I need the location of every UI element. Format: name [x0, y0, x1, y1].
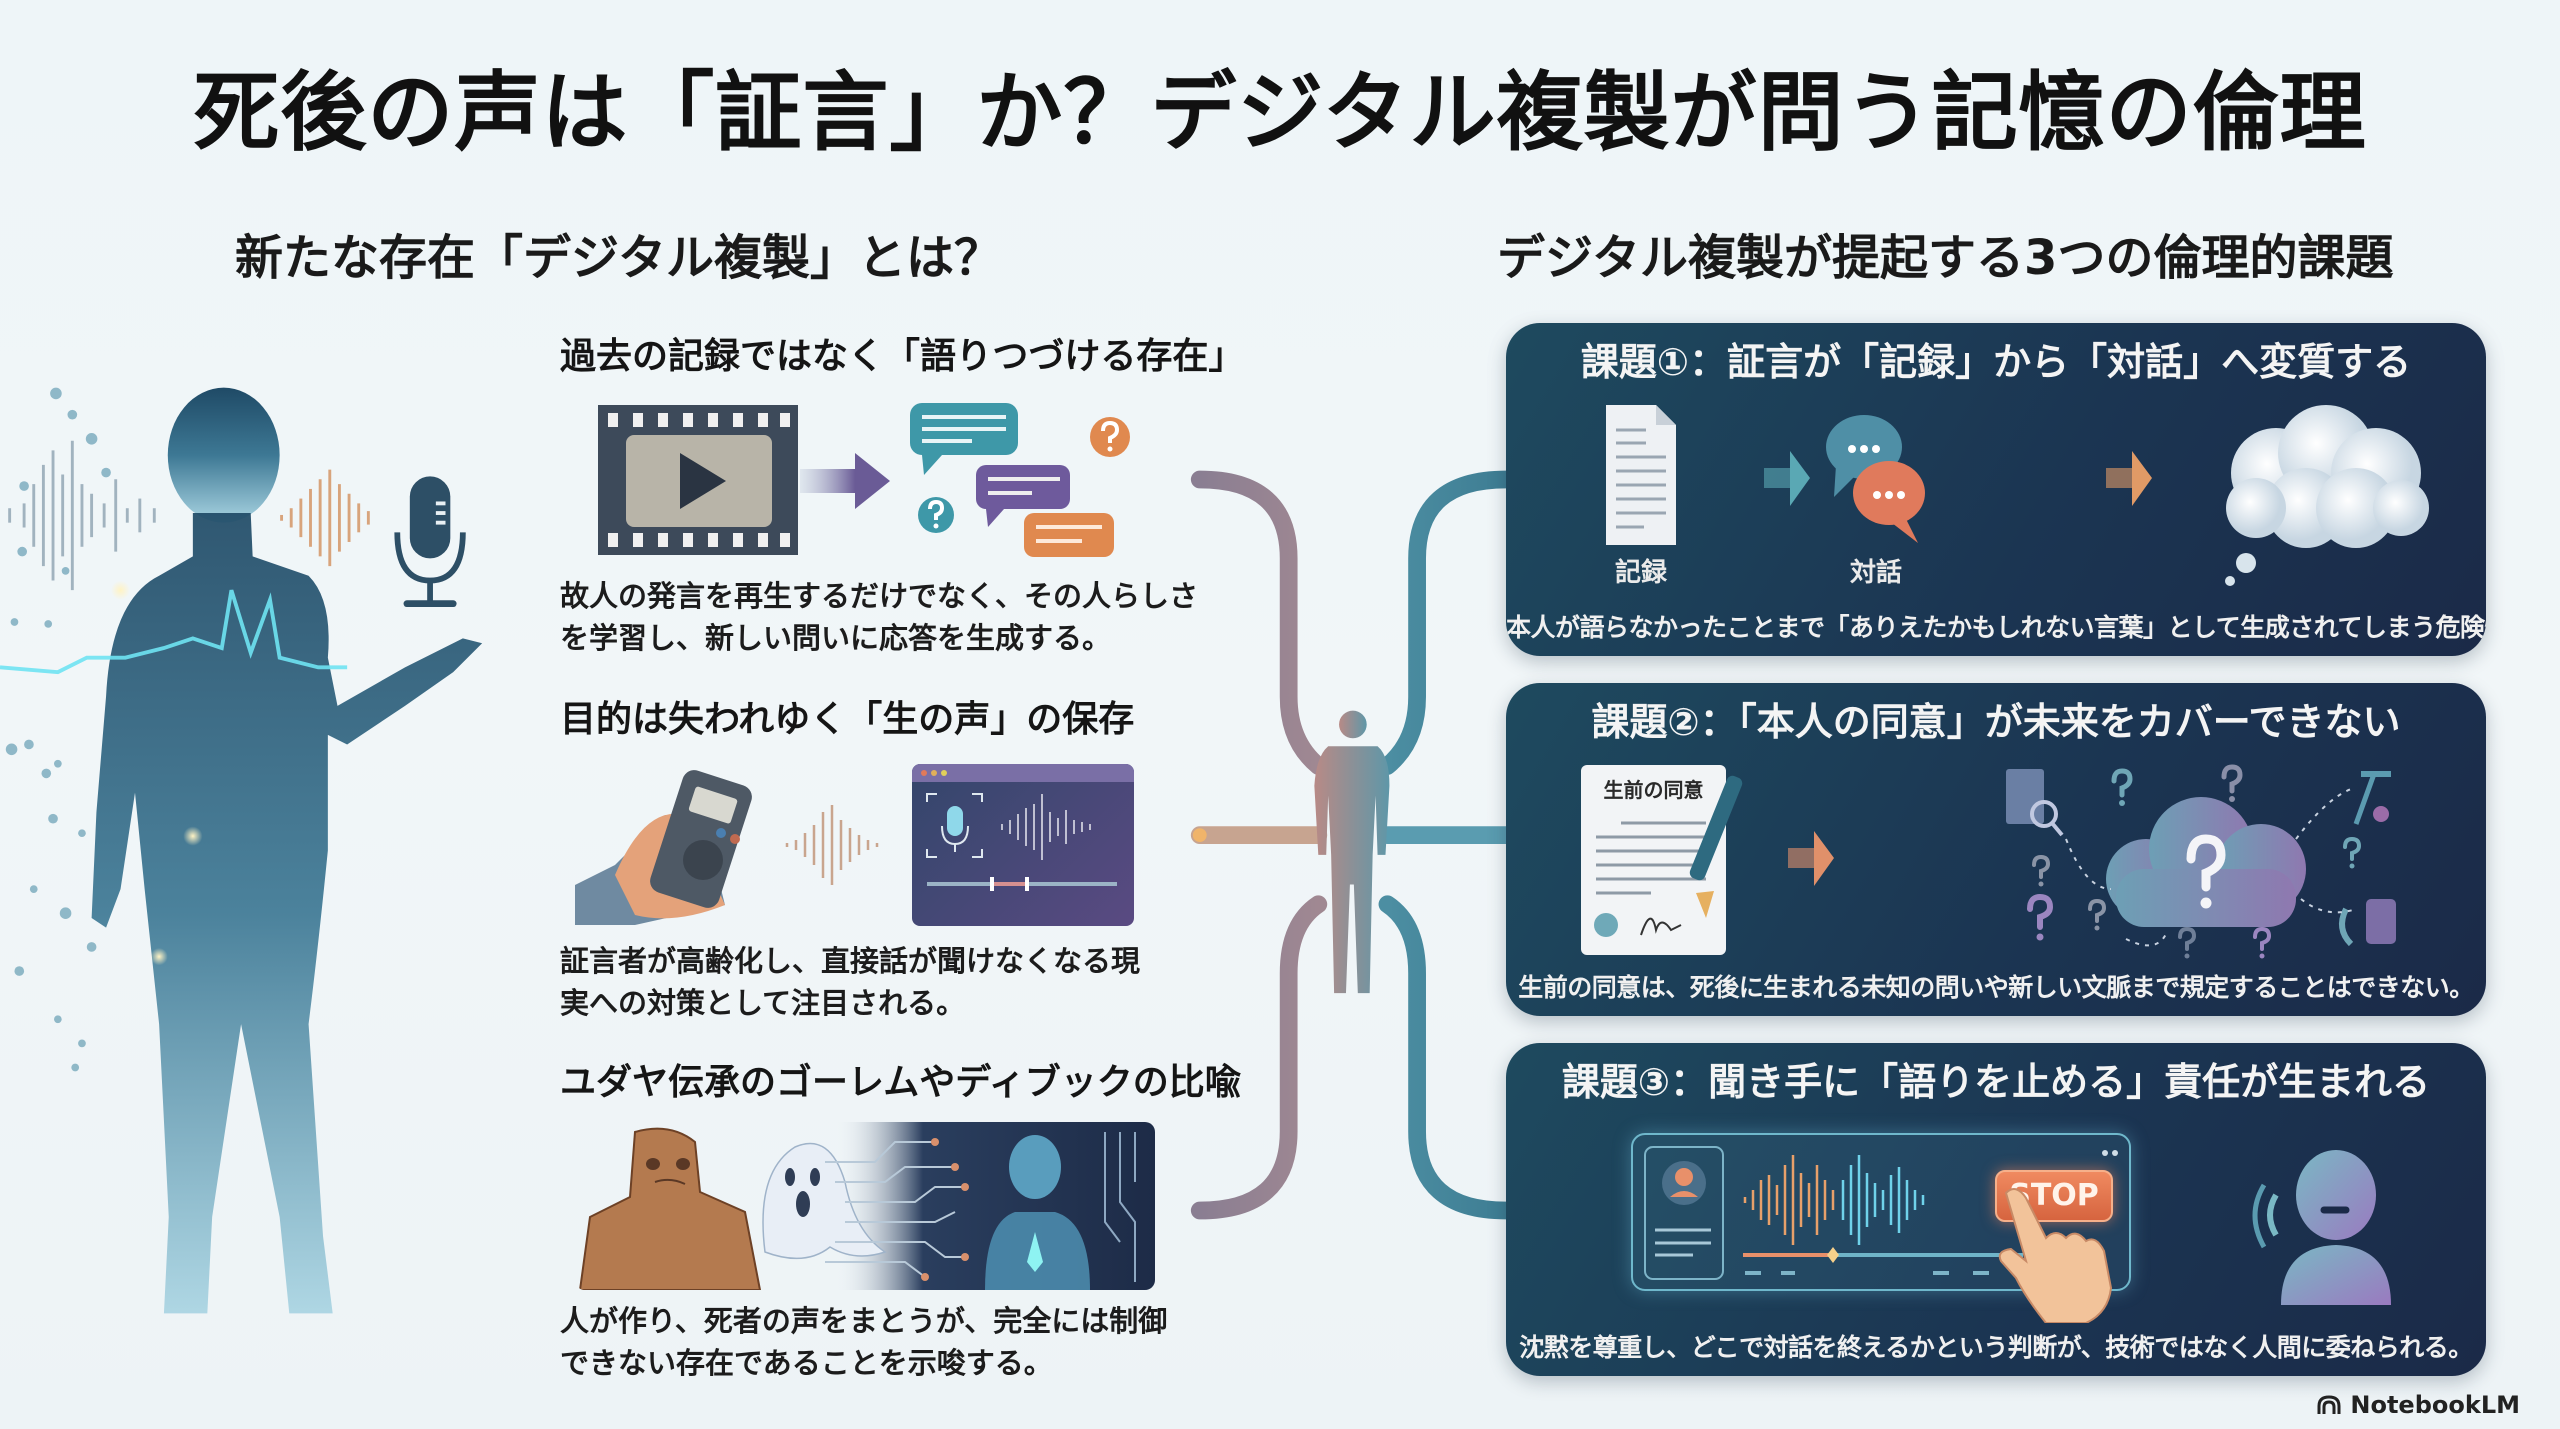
arrow-right-icon	[1764, 451, 1810, 506]
right-connectors	[1378, 470, 1506, 1220]
particles	[5, 387, 111, 1072]
issue-card-1: 課題①：証言が「記録」から「対話」へ変質する 記録 対話 本人が語らなかったこと…	[1506, 323, 2486, 656]
section-1-description: 故人の発言を再生するだけでなく、その人らしさ を学習し、新しい問いに応答を生成す…	[560, 575, 1198, 659]
circuit-lines	[825, 1141, 965, 1278]
section-2-description: 証言者が高齢化し、直接話が聞けなくなる現 実への対策として注目される。	[560, 940, 1140, 1024]
issue-3-description: 沈黙を尊重し、どこで対話を終えるかという判断が、技術ではなく人間に委ねられる。	[1519, 1333, 2473, 1362]
pen-icon	[1686, 773, 1746, 923]
digital-human-illustration	[0, 330, 540, 1400]
misc-icon	[2339, 899, 2396, 947]
audio-recording-app-icon	[912, 764, 1134, 926]
section-3-description: 人が作り、死者の声をまとうが、完全には制御 できない存在であることを示唆する。	[560, 1300, 1167, 1384]
dialogue-bubbles-icon	[1826, 405, 1926, 550]
issue-1-description: 本人が語らなかったことまで「ありえたかもしれない言葉」として生成されてしまう危険…	[1506, 613, 2486, 642]
audio-wave-icon	[782, 800, 892, 890]
right-section-heading: デジタル複製が提起する3つの倫理的課題	[1497, 230, 2394, 286]
microphone-icon	[394, 476, 466, 608]
golem-icon	[578, 1127, 762, 1290]
issue-2-description: 生前の同意は、死後に生まれる未知の問いや新しい文脈まで規定することはできない。	[1518, 973, 2474, 1002]
issue-1-title: 課題①：証言が「記録」から「対話」へ変質する	[1580, 340, 2412, 384]
question-mark-icons	[2027, 764, 2362, 959]
section-1-title: 過去の記録ではなく「語りつづける存在」	[560, 336, 1245, 377]
section-3-title: ユダヤ伝承のゴーレムやディブックの比喩	[560, 1062, 1241, 1103]
notebooklm-logo-icon	[2317, 1395, 2341, 1414]
issue-card-2: 課題②：「本人の同意」が未来をカバーできない 生前の同意	[1506, 683, 2486, 1016]
description-line: 人が作り、死者の声をまとうが、完全には制御	[560, 1304, 1168, 1338]
thought-cloud-icon	[2216, 403, 2436, 593]
issue-3-title: 課題③：聞き手に「語りを止める」責任が生まれる	[1561, 1060, 2431, 1104]
avatar-icon	[1662, 1161, 1706, 1205]
issue-card-3: 課題③：聞き手に「語りを止める」責任が生まれる STOP	[1506, 1043, 2486, 1376]
page-title: 死後の声は「証言」か？デジタル複製が問う記憶の倫理	[193, 63, 2367, 163]
left-connectors	[1190, 470, 1328, 1220]
left-section-heading: 新たな存在「デジタル複製」とは？	[235, 230, 1003, 286]
arrow-right-icon	[1788, 831, 1834, 886]
record-label: 記録	[1614, 558, 1667, 588]
human-silhouette	[0, 387, 483, 1314]
voice-recorder-icon	[575, 765, 775, 925]
chat-bubbles-icon	[902, 395, 1142, 565]
play-icon	[680, 453, 726, 509]
description-line: 実への対策として注目される。	[560, 986, 966, 1020]
arrow-right-icon	[2106, 451, 2152, 506]
digital-human-icon	[985, 1135, 1090, 1290]
consent-document-label: 生前の同意	[1603, 778, 1704, 802]
connector-diagram	[1180, 455, 1506, 1235]
golem-ghost-digital-illustration	[575, 1122, 1155, 1290]
section-2-title: 目的は失われゆく「生の声」の保存	[560, 699, 1135, 740]
sound-wave-icon	[8, 440, 156, 591]
dialogue-label: 対話	[1849, 558, 1902, 588]
notebooklm-brand: NotebookLM	[2316, 1391, 2520, 1419]
voice-wave-icon	[280, 469, 370, 567]
document-icon	[1606, 405, 1676, 545]
human-figure-icon	[1314, 710, 1390, 994]
search-panel-icon	[2006, 769, 2064, 837]
brand-name: NotebookLM	[2350, 1391, 2520, 1419]
description-line: 故人の発言を再生するだけでなく、その人らしさ	[560, 579, 1199, 613]
ghost-icon	[762, 1142, 887, 1260]
description-line: できない存在であることを示唆する。	[560, 1346, 1053, 1380]
film-reel-icon	[598, 405, 798, 555]
issue-2-title: 課題②：「本人の同意」が未来をカバーできない	[1591, 700, 2401, 744]
description-line: を学習し、新しい問いに応答を生成する。	[560, 621, 1112, 655]
silent-person-icon	[2246, 1135, 2426, 1310]
pointing-hand-icon	[1996, 1183, 2116, 1323]
uncertain-future-cloud-icon	[2006, 759, 2436, 964]
tools-icon	[2353, 771, 2391, 825]
description-line: 証言者が高齢化し、直接話が聞けなくなる現	[560, 944, 1141, 978]
arrow-right-icon	[800, 453, 890, 509]
